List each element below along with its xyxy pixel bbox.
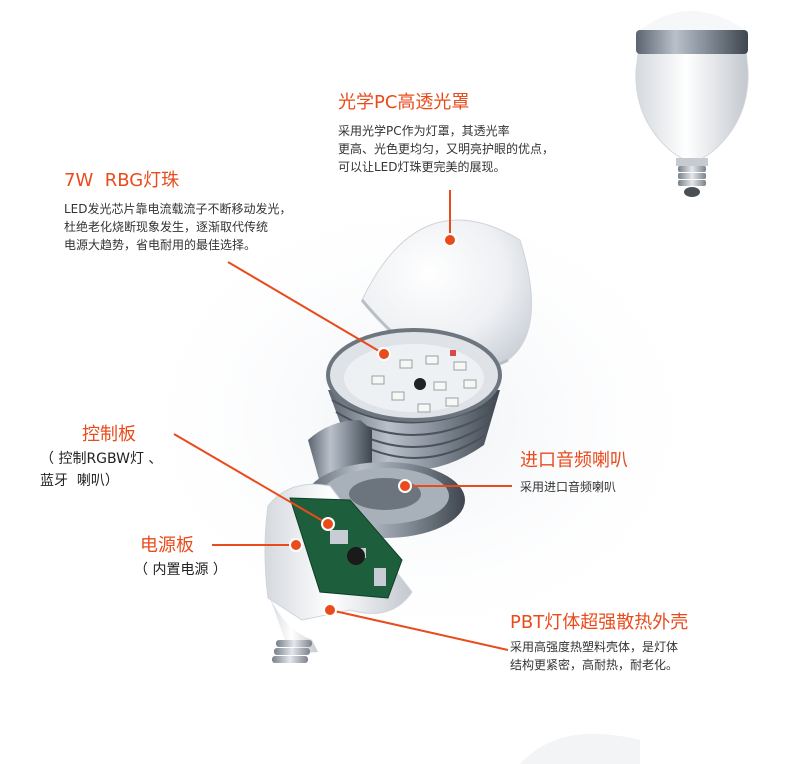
callout-title: 电源板 (140, 535, 194, 556)
callout-power-board: 电源板 （ 内置电源 ） (134, 535, 227, 581)
description-line: 更高、光色更均匀，又明亮护眼的优点， (338, 142, 555, 156)
callout-pc-cover: 光学PC高透光罩 采用光学PC作为灯罩，其透光率 更高、光色更均匀，又明亮护眼的… (338, 92, 554, 176)
callout-description: （ 内置电源 ） (134, 559, 227, 581)
description-line: 采用高强度热塑料壳体，是灯体 (510, 640, 679, 654)
callout-description: （ 控制RGBW灯 、 蓝牙 喇叭） (40, 448, 162, 492)
description-line: 结构更紧密，高耐热，耐老化。 (510, 658, 679, 672)
callout-description: LED发光芯片靠电流载流子不断移动发光， 杜绝老化烧断现象发生，逐渐取代传统 电… (64, 200, 292, 254)
description-line: 电源大趋势，省电耐用的最佳选择。 (64, 238, 257, 252)
callout-description: 采用光学PC作为灯罩，其透光率 更高、光色更均匀，又明亮护眼的优点， 可以让LE… (338, 122, 554, 176)
callout-speaker: 进口音频喇叭 采用进口音频喇叭 (520, 450, 628, 496)
description-line: 采用光学PC作为灯罩，其透光率 (338, 124, 510, 138)
description-line: （ 内置电源 ） (134, 562, 227, 578)
callout-control-board: 控制板 （ 控制RGBW灯 、 蓝牙 喇叭） (40, 424, 162, 492)
callout-title: PBT灯体超强散热外壳 (510, 612, 689, 633)
callout-title: 进口音频喇叭 (520, 450, 628, 471)
callout-description: 采用高强度热塑料壳体，是灯体 结构更紧密，高耐热，耐老化。 (510, 638, 688, 674)
callout-pbt-shell: PBT灯体超强散热外壳 采用高强度热塑料壳体，是灯体 结构更紧密，高耐热，耐老化… (510, 612, 688, 674)
pbt-shell-with-boards (264, 483, 413, 663)
callout-description: 采用进口音频喇叭 (520, 478, 628, 496)
description-line: 杜绝老化烧断现象发生，逐渐取代传统 (64, 220, 269, 234)
description-line: 采用进口音频喇叭 (520, 480, 617, 494)
speaker-module (305, 420, 465, 538)
description-line: 可以让LED灯珠更完美的展现。 (338, 160, 506, 174)
callout-led-beads: 7W RBG灯珠 LED发光芯片靠电流载流子不断移动发光， 杜绝老化烧断现象发生… (64, 170, 292, 254)
description-line: LED发光芯片靠电流载流子不断移动发光， (64, 202, 292, 216)
assembled-bulb-thumbnail (635, 11, 749, 197)
callout-title: 光学PC高透光罩 (338, 92, 470, 113)
leader-lines (173, 190, 512, 651)
leader-dots (289, 233, 457, 617)
callout-title: 控制板 (82, 424, 136, 445)
description-line: （ 控制RGBW灯 、 (40, 451, 163, 467)
description-line: 蓝牙 喇叭） (40, 473, 119, 489)
callout-title: 7W RBG灯珠 (64, 170, 180, 191)
